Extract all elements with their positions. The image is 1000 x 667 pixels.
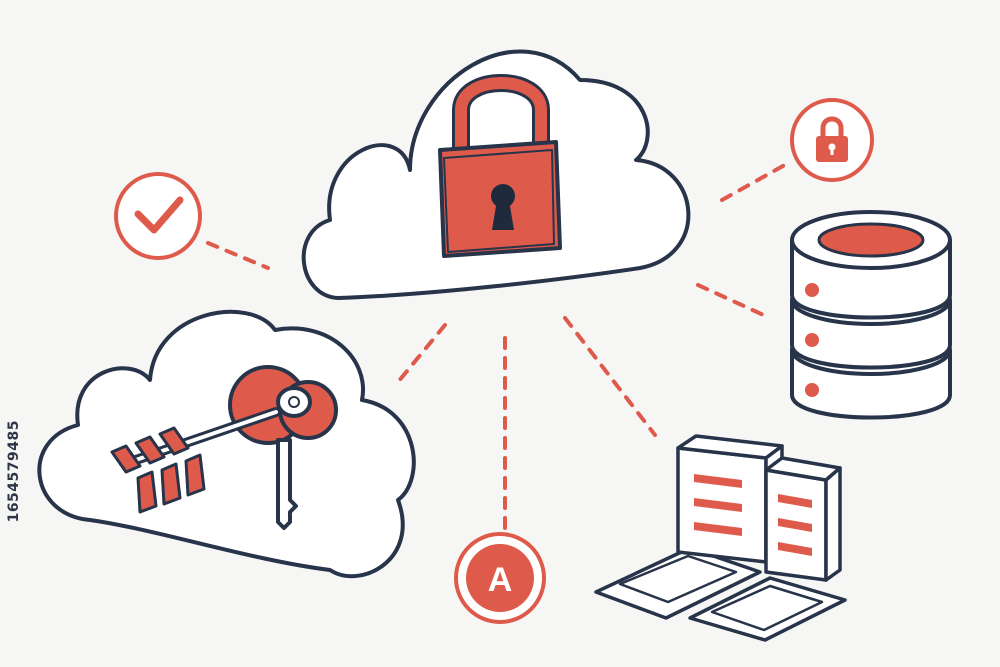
small-lock-icon [816, 116, 848, 162]
server-bars [694, 474, 812, 556]
key-arrow-icon [110, 365, 338, 530]
arrow-fletching [110, 426, 206, 514]
watermark-id: 1654579485 [6, 420, 22, 523]
letter-a-badge: A [454, 532, 546, 624]
database-top-fill [817, 222, 925, 258]
left-cloud [37, 309, 416, 579]
connector-check [206, 241, 270, 270]
connector-server [563, 316, 657, 437]
letter-a-label: A [488, 561, 513, 599]
padlock-shackle-fill [455, 77, 547, 150]
checkmark-badge [114, 172, 202, 260]
keyhole-bottom [492, 200, 514, 230]
key-blade [276, 438, 298, 530]
padlock-icon [438, 74, 562, 258]
checkmark-icon [134, 196, 184, 234]
central-cloud [301, 49, 691, 300]
left-cloud-shape [37, 309, 416, 579]
laptop-base-right [688, 576, 847, 642]
server-laptop-icon [594, 434, 847, 642]
database-icon [790, 210, 952, 420]
small-lock-badge [790, 98, 874, 182]
connector-database [696, 283, 772, 320]
connector-left-cloud [396, 323, 447, 384]
connectors [206, 160, 792, 532]
connector-small-lock [720, 160, 792, 202]
key-ring-hole [288, 396, 300, 408]
